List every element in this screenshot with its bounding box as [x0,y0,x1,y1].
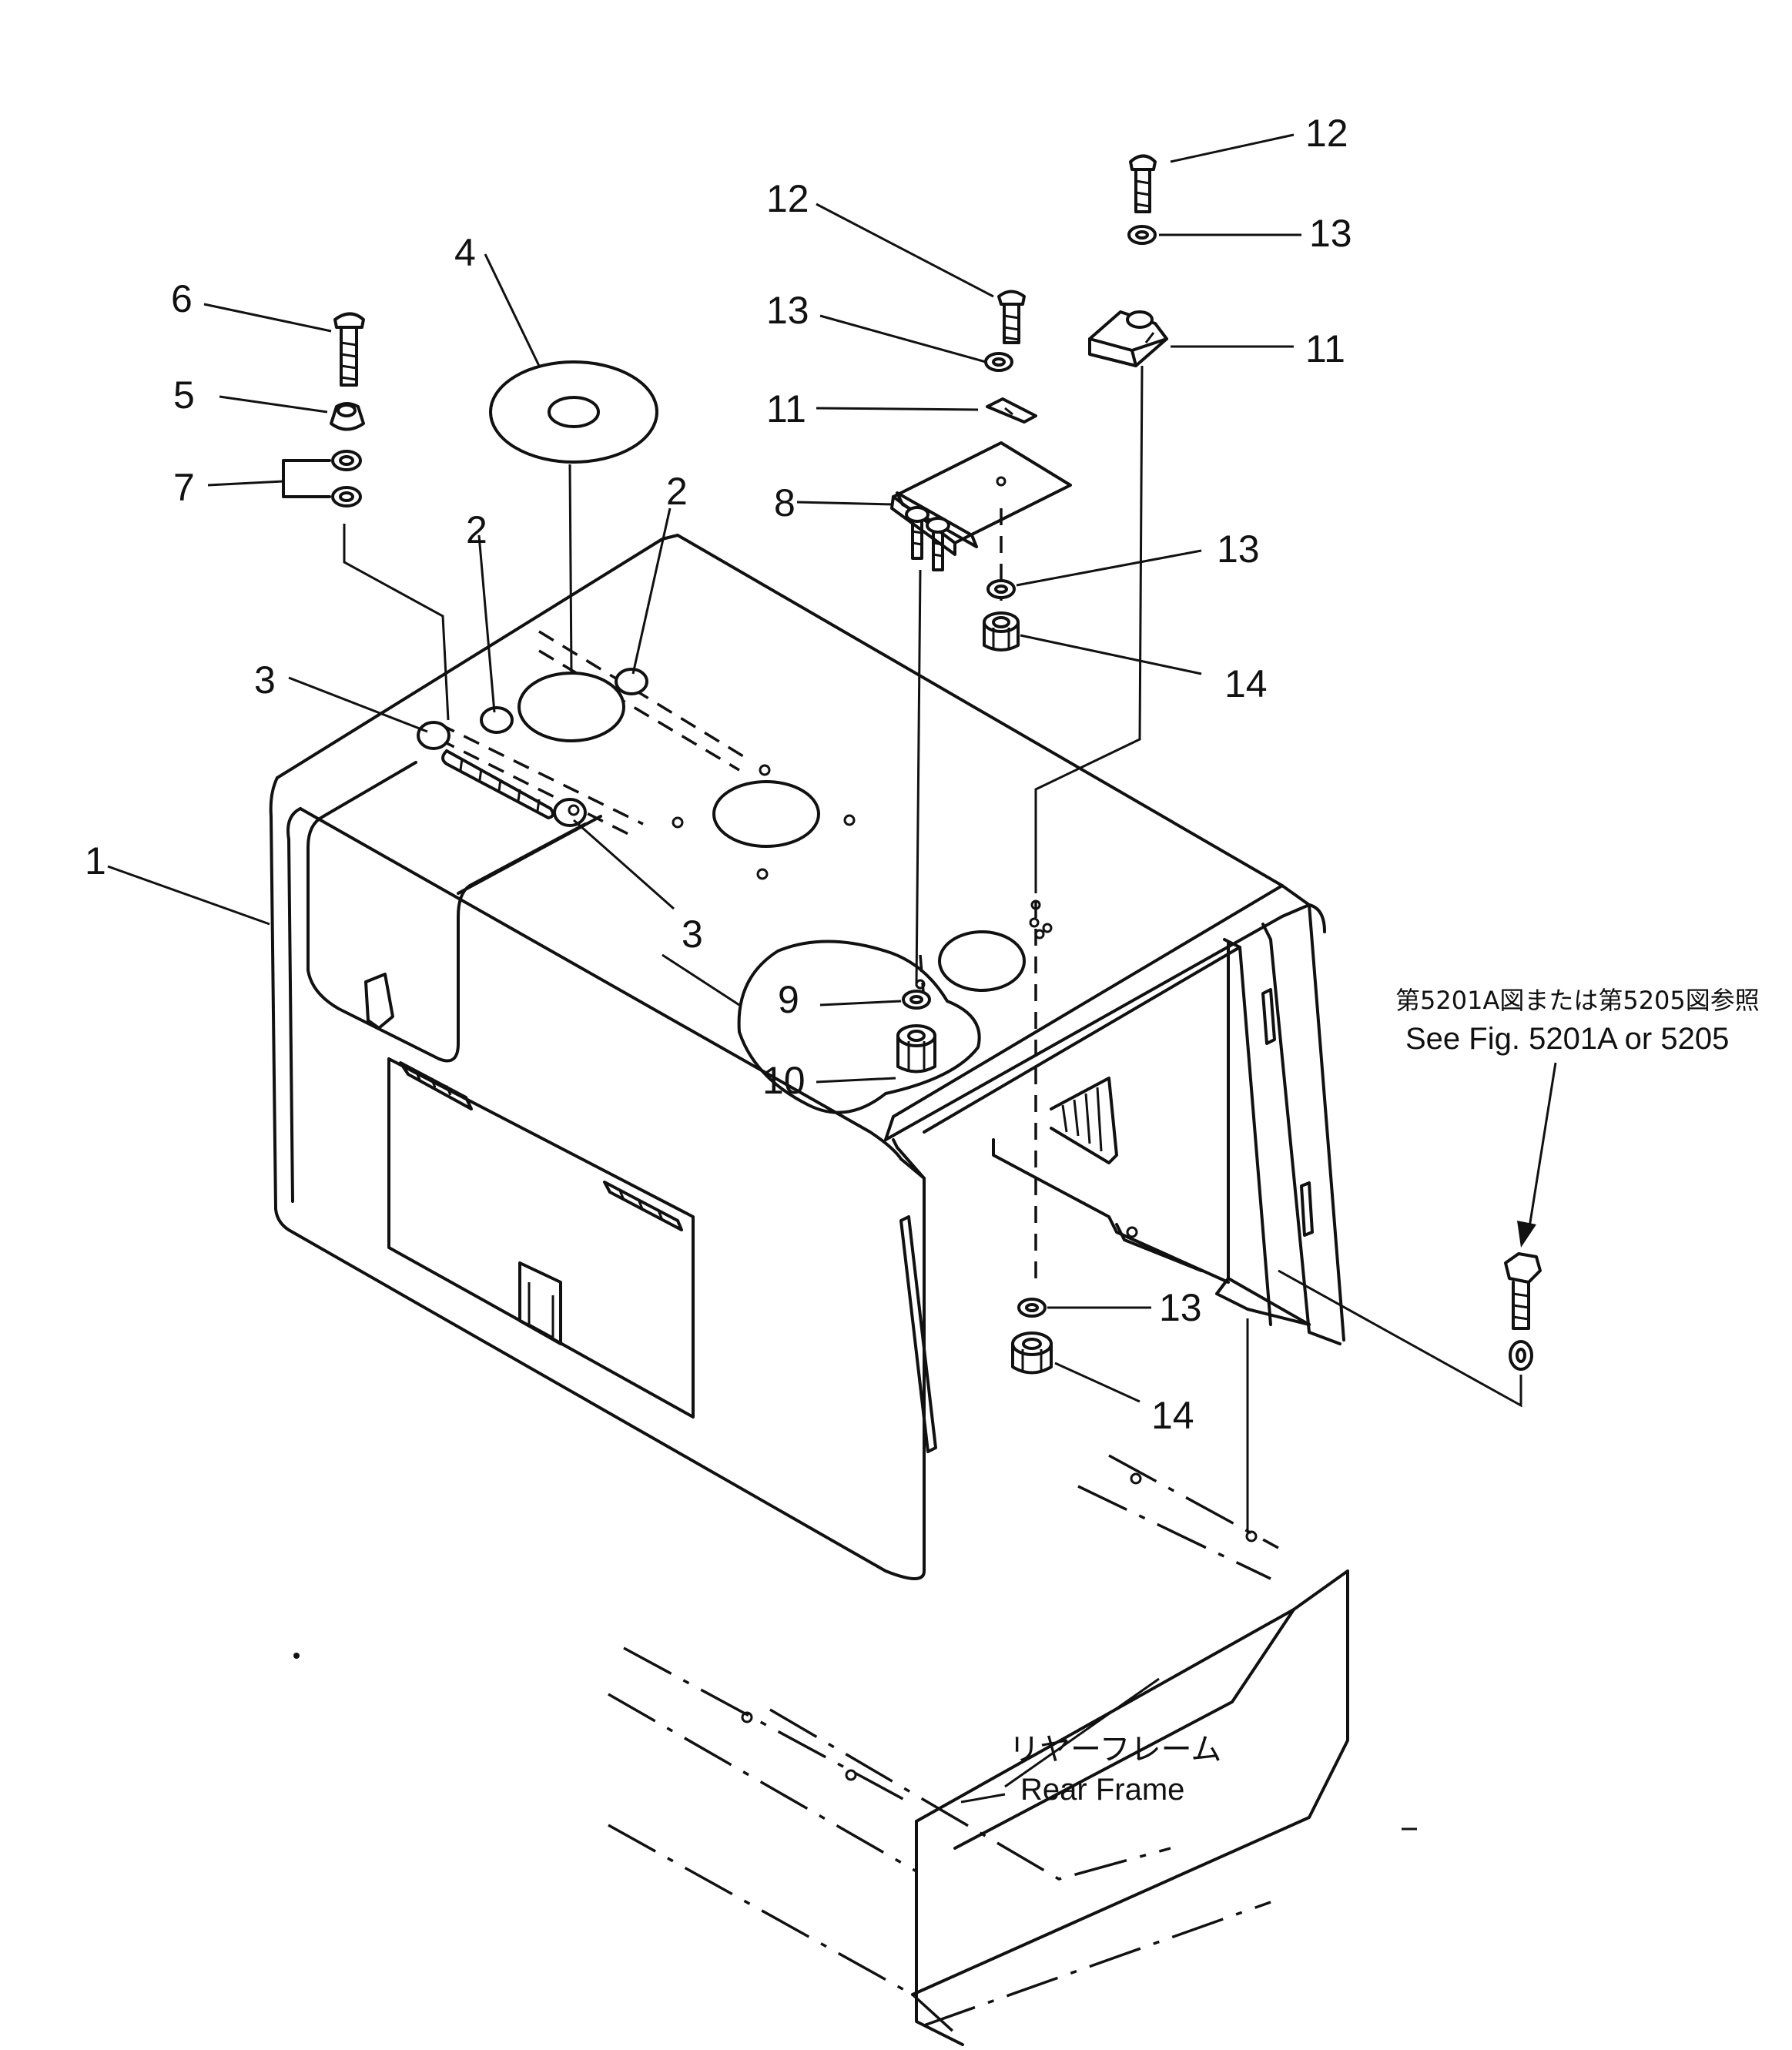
callout-3a: 3 [254,658,276,702]
callout-7: 7 [173,466,195,509]
washer-part-13-lower [1017,1298,1047,1318]
callout-12b: 12 [1305,112,1348,155]
callout-11b: 11 [1305,327,1345,370]
callout-3b: 3 [682,913,703,956]
callout-13a: 13 [766,289,809,332]
nut-part-14-lower [1011,1331,1053,1375]
leader-lines [107,133,1557,1804]
plate-part-8 [890,441,1072,986]
washer-part-9 [902,990,931,1010]
bolt-part-12-mid [997,290,1026,344]
frame-label-en: Rear Frame [1020,1773,1184,1807]
washers-part-7 [282,450,450,721]
callout-13d: 13 [1159,1286,1202,1329]
ref-note-en: See Fig. 5201A or 5205 [1405,1022,1729,1056]
hinge-upper [441,749,554,819]
callout-9: 9 [778,978,799,1021]
callout-5: 5 [173,373,195,417]
rear-frame-outline [608,1454,1349,2046]
frame-label-jp: リヤーフレーム [1009,1733,1221,1767]
bolt-external-ref [1278,1252,1542,1408]
callout-10: 10 [762,1059,806,1102]
hood-body [269,508,1345,1580]
callout-6: 6 [171,277,193,320]
ref-note-jp: 第5201A図または第5205図参照 [1395,986,1760,1015]
callouts: 1 2 2 3 3 4 5 6 7 8 9 10 11 11 12 12 13 … [85,112,1352,1437]
callout-14a: 14 [1224,662,1268,705]
callout-14b: 14 [1151,1394,1194,1437]
nut-part-5 [330,402,365,431]
nut-part-10 [896,1024,936,1074]
callout-4: 4 [454,231,476,274]
callout-12a: 12 [766,177,809,220]
washer-part-13-b [986,579,1016,599]
callout-11a: 11 [766,387,806,430]
clip-part-11-a [986,397,1037,424]
nut-part-14-a [983,611,1020,652]
hinge-lower-left [399,1061,473,1110]
washer-part-13-a [984,352,1013,372]
hinge-lower-right [603,1181,683,1231]
clip-part-11-right [1034,310,1168,893]
callout-2b: 2 [666,470,688,513]
callout-2a: 2 [466,508,487,551]
callout-13c: 13 [1217,528,1260,571]
disc-part-4 [489,360,658,675]
washer-part-13-right [1127,225,1157,245]
callout-13b: 13 [1309,212,1352,255]
bolt-part-12-right [1129,154,1157,213]
notes: 第5201A図または第5205図参照 See Fig. 5201A or 520… [1009,986,1760,1807]
callout-1: 1 [85,839,106,883]
bolt-part-6 [333,312,365,387]
callout-8: 8 [774,481,796,524]
